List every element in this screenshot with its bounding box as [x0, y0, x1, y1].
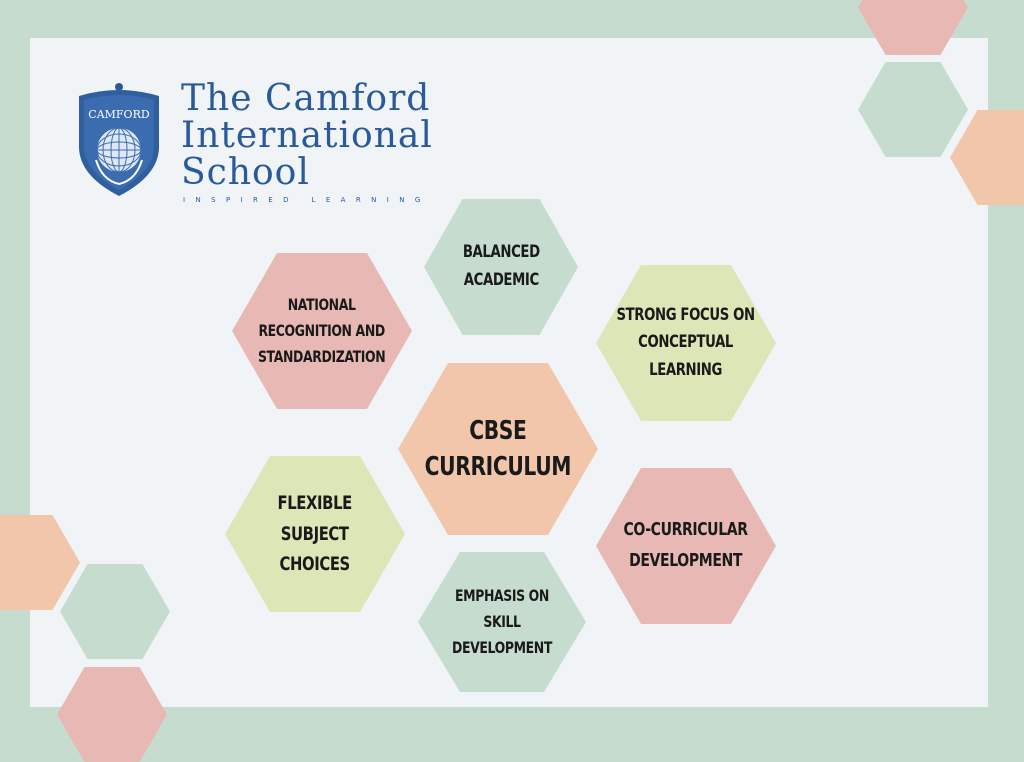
- hexagon-label: National Recognition and Standardization: [258, 295, 386, 366]
- hexagon-label: Emphasis on Skill Development: [452, 586, 552, 657]
- hexagon-label: Co-Curricular Development: [623, 519, 749, 571]
- hexagon-conceptual-learning: Strong Focus on Conceptual Learning: [596, 265, 776, 421]
- hexagon-label: Strong Focus on Conceptual Learning: [616, 304, 756, 380]
- center-label: CBSE CURRICULUM: [424, 415, 572, 482]
- school-tagline: INSPIRED LEARNING: [183, 196, 431, 204]
- hexagon-co-curricular-development: Co-Curricular Development: [596, 468, 776, 624]
- school-name: The Camford International School: [181, 78, 433, 193]
- hexagon-label: Balanced Academic: [462, 242, 540, 290]
- school-crest-logo: CAMFORD: [79, 83, 159, 196]
- hexagon-flexible-subject-choices: Flexible Subject Choices: [225, 456, 405, 612]
- hexagon-national-recognition: National Recognition and Standardization: [232, 253, 412, 409]
- crest-text: CAMFORD: [88, 108, 150, 121]
- hexagon-label: Flexible Subject Choices: [277, 492, 353, 576]
